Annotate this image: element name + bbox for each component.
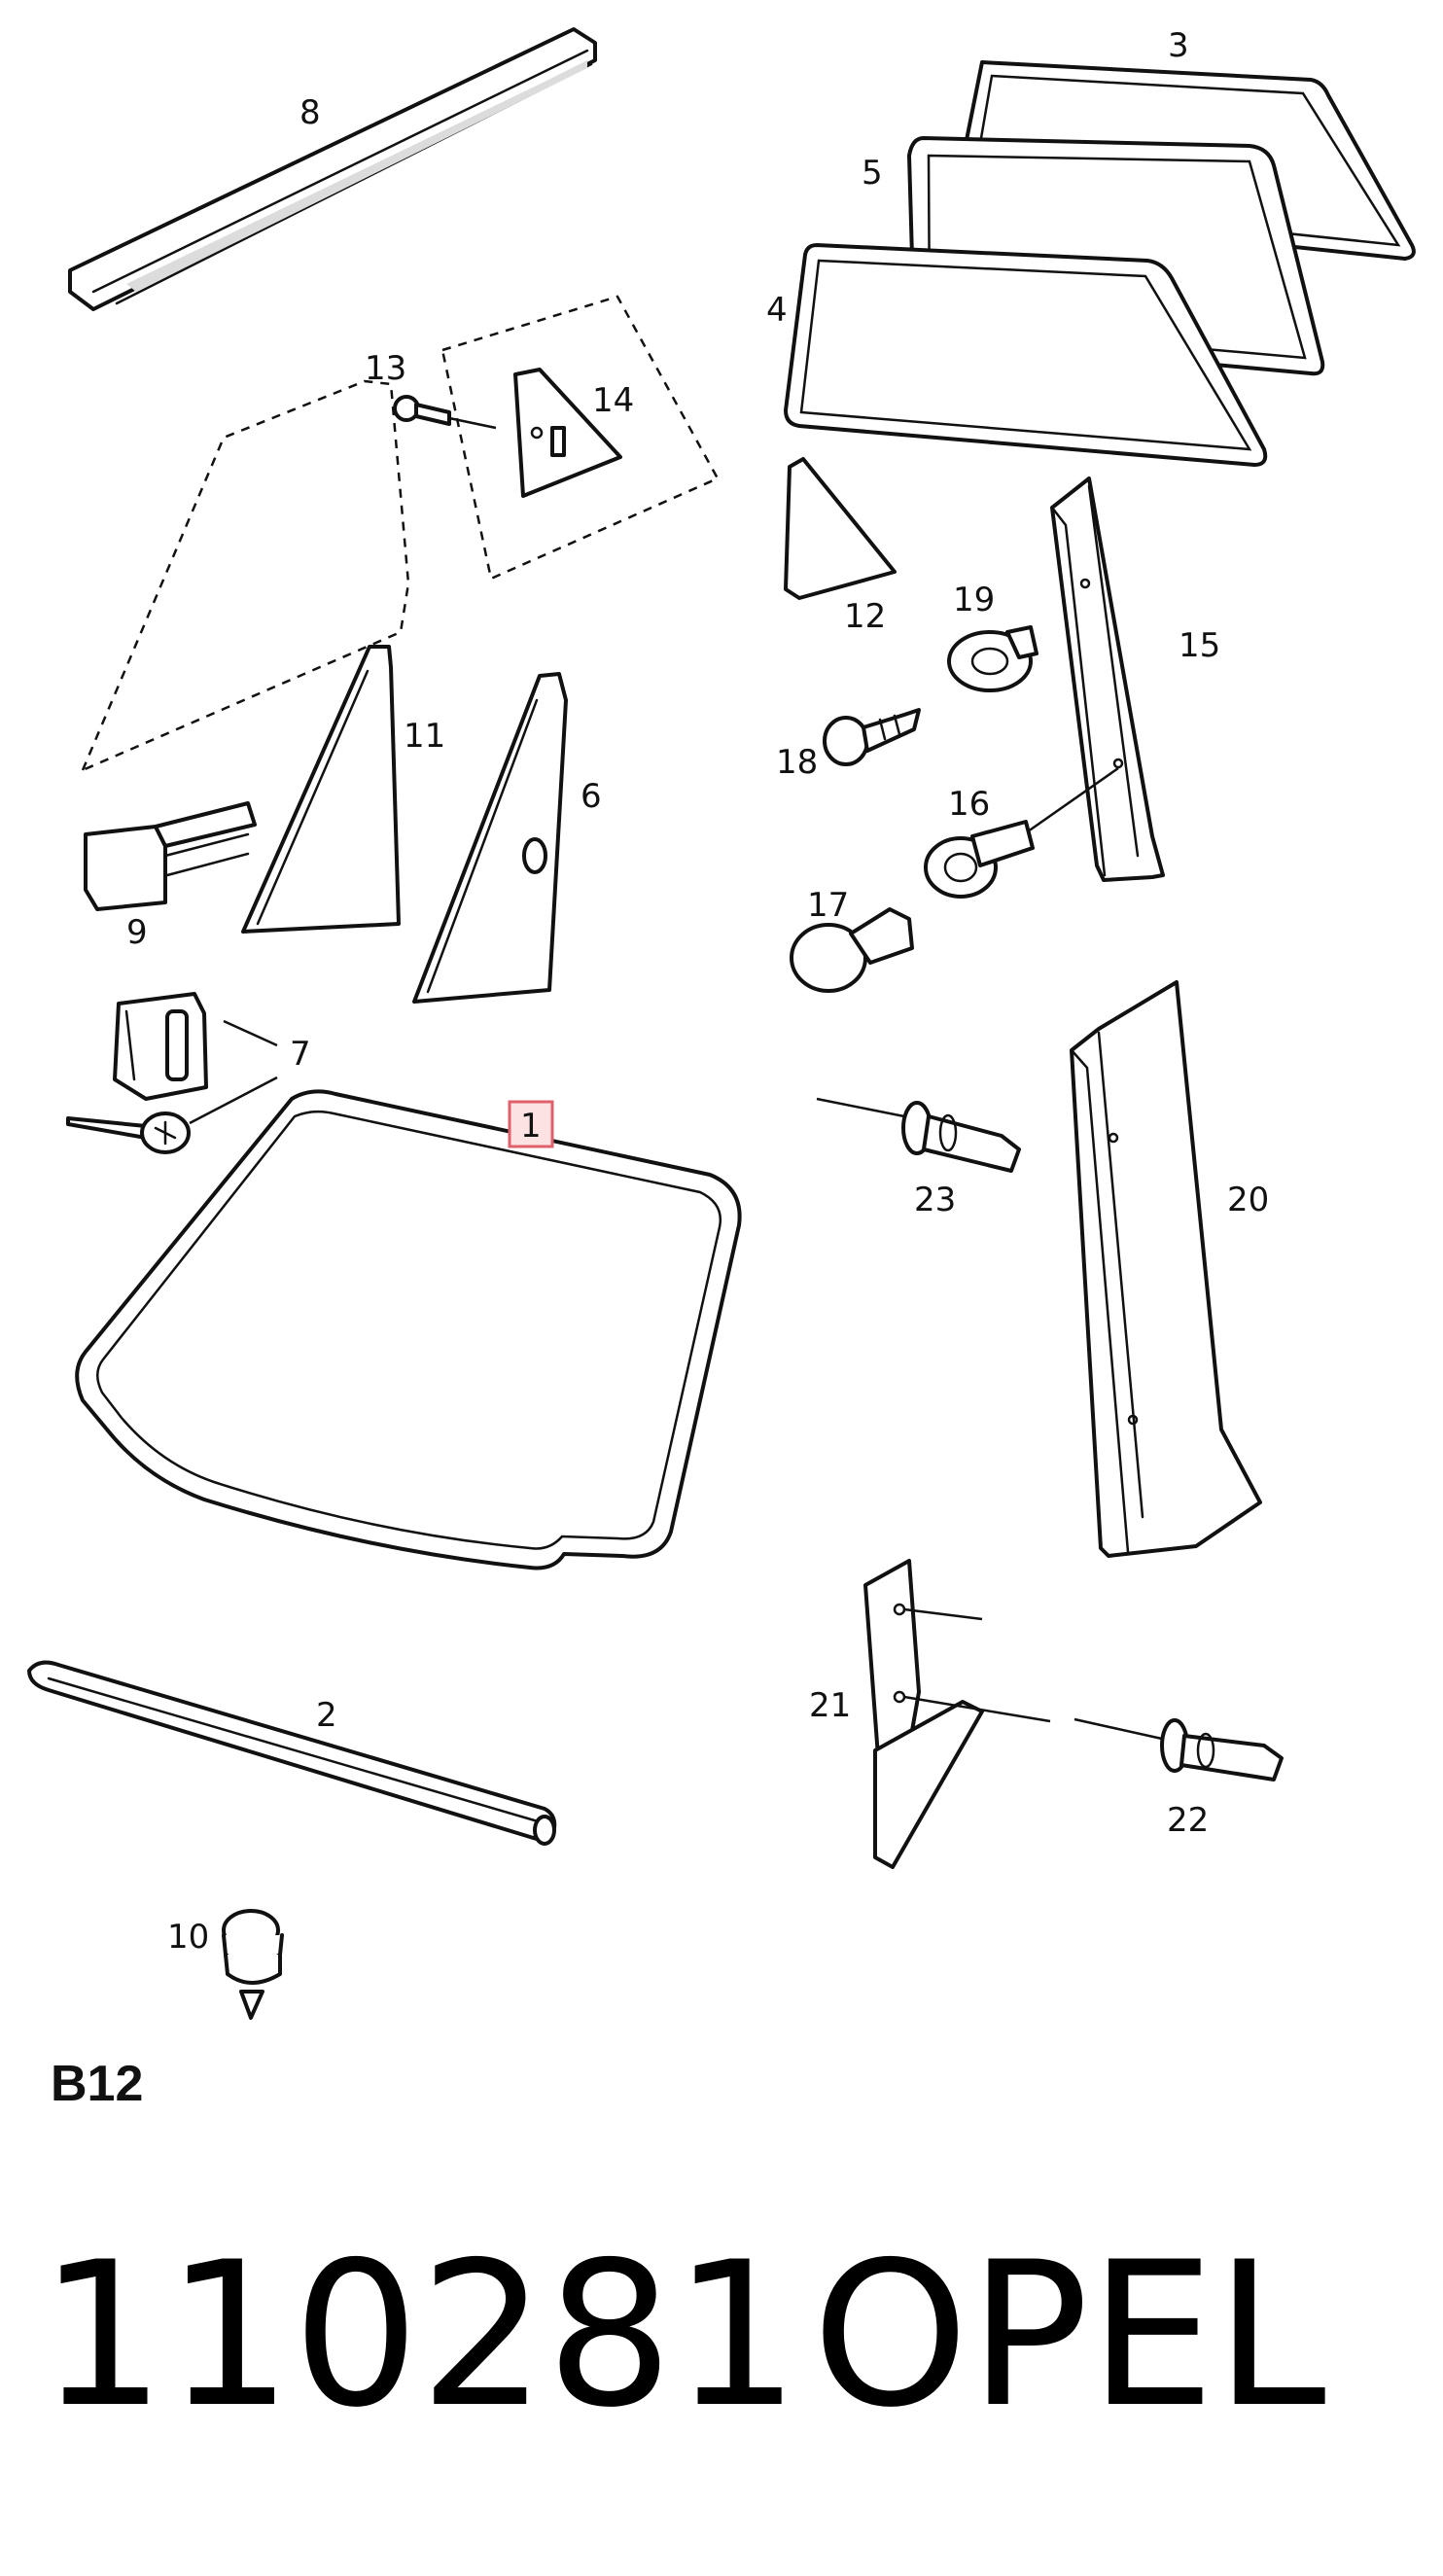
part-15-pillar-trim: [1020, 476, 1165, 882]
callout-7: 7: [290, 1035, 311, 1074]
callout-14: 14: [592, 381, 634, 420]
callout-9: 9: [126, 913, 148, 952]
callout-8: 8: [299, 93, 321, 132]
part-21-bracket: [863, 1559, 1051, 1869]
callout-6: 6: [581, 777, 602, 816]
part-17-button: [790, 907, 914, 993]
reference-number: 110281: [39, 2220, 800, 2452]
part-1-windscreen-seal: [75, 1089, 742, 1570]
callout-5: 5: [862, 154, 883, 193]
part-4-rear-seal: [784, 243, 1268, 467]
callout-17: 17: [807, 886, 849, 925]
callout-22: 22: [1167, 1801, 1209, 1840]
part-18-stud: [823, 708, 921, 766]
callout-4: 4: [766, 291, 788, 330]
part-9-block: [84, 801, 257, 911]
part-22-pin: [1073, 1717, 1284, 1782]
part-11-vent-glass: [241, 645, 401, 934]
part-8-roof-moulding: [68, 27, 597, 311]
callout-10: 10: [167, 1918, 209, 1957]
section-code: B12: [51, 2056, 144, 2112]
part-6-quarter-glass: [412, 672, 568, 1004]
part-16-bushing: [924, 820, 1035, 899]
part-19-grommet: [947, 625, 1038, 692]
part-10-push-clip: [222, 1909, 284, 2020]
part-2-moulding-strip: [27, 1660, 557, 1846]
callout-1: 1: [520, 1107, 542, 1146]
part-20-pillar-trim: [1070, 980, 1262, 1558]
part-13-screw: [393, 395, 497, 430]
callout-1-highlight: [508, 1100, 554, 1148]
callout-11: 11: [404, 717, 445, 756]
callout-16: 16: [948, 785, 990, 824]
part-23-pin: [816, 1097, 1021, 1173]
callout-20: 20: [1227, 1181, 1269, 1219]
callout-3: 3: [1168, 26, 1189, 65]
callout-23: 23: [914, 1181, 956, 1219]
part-14-bracket: [513, 368, 622, 498]
callout-19: 19: [953, 581, 995, 619]
part-7-clip: [113, 992, 278, 1101]
callout-13: 13: [365, 349, 406, 388]
callout-21: 21: [809, 1686, 851, 1725]
callout-15: 15: [1179, 626, 1220, 665]
part-12-corner-trim: [784, 457, 897, 600]
callout-18: 18: [776, 743, 818, 782]
callout-2: 2: [316, 1696, 337, 1735]
callout-12: 12: [844, 597, 886, 636]
brand-name: OPEL: [812, 2220, 1326, 2452]
quarter-window-outline: [440, 295, 720, 581]
part-7-screw: [66, 1076, 278, 1154]
